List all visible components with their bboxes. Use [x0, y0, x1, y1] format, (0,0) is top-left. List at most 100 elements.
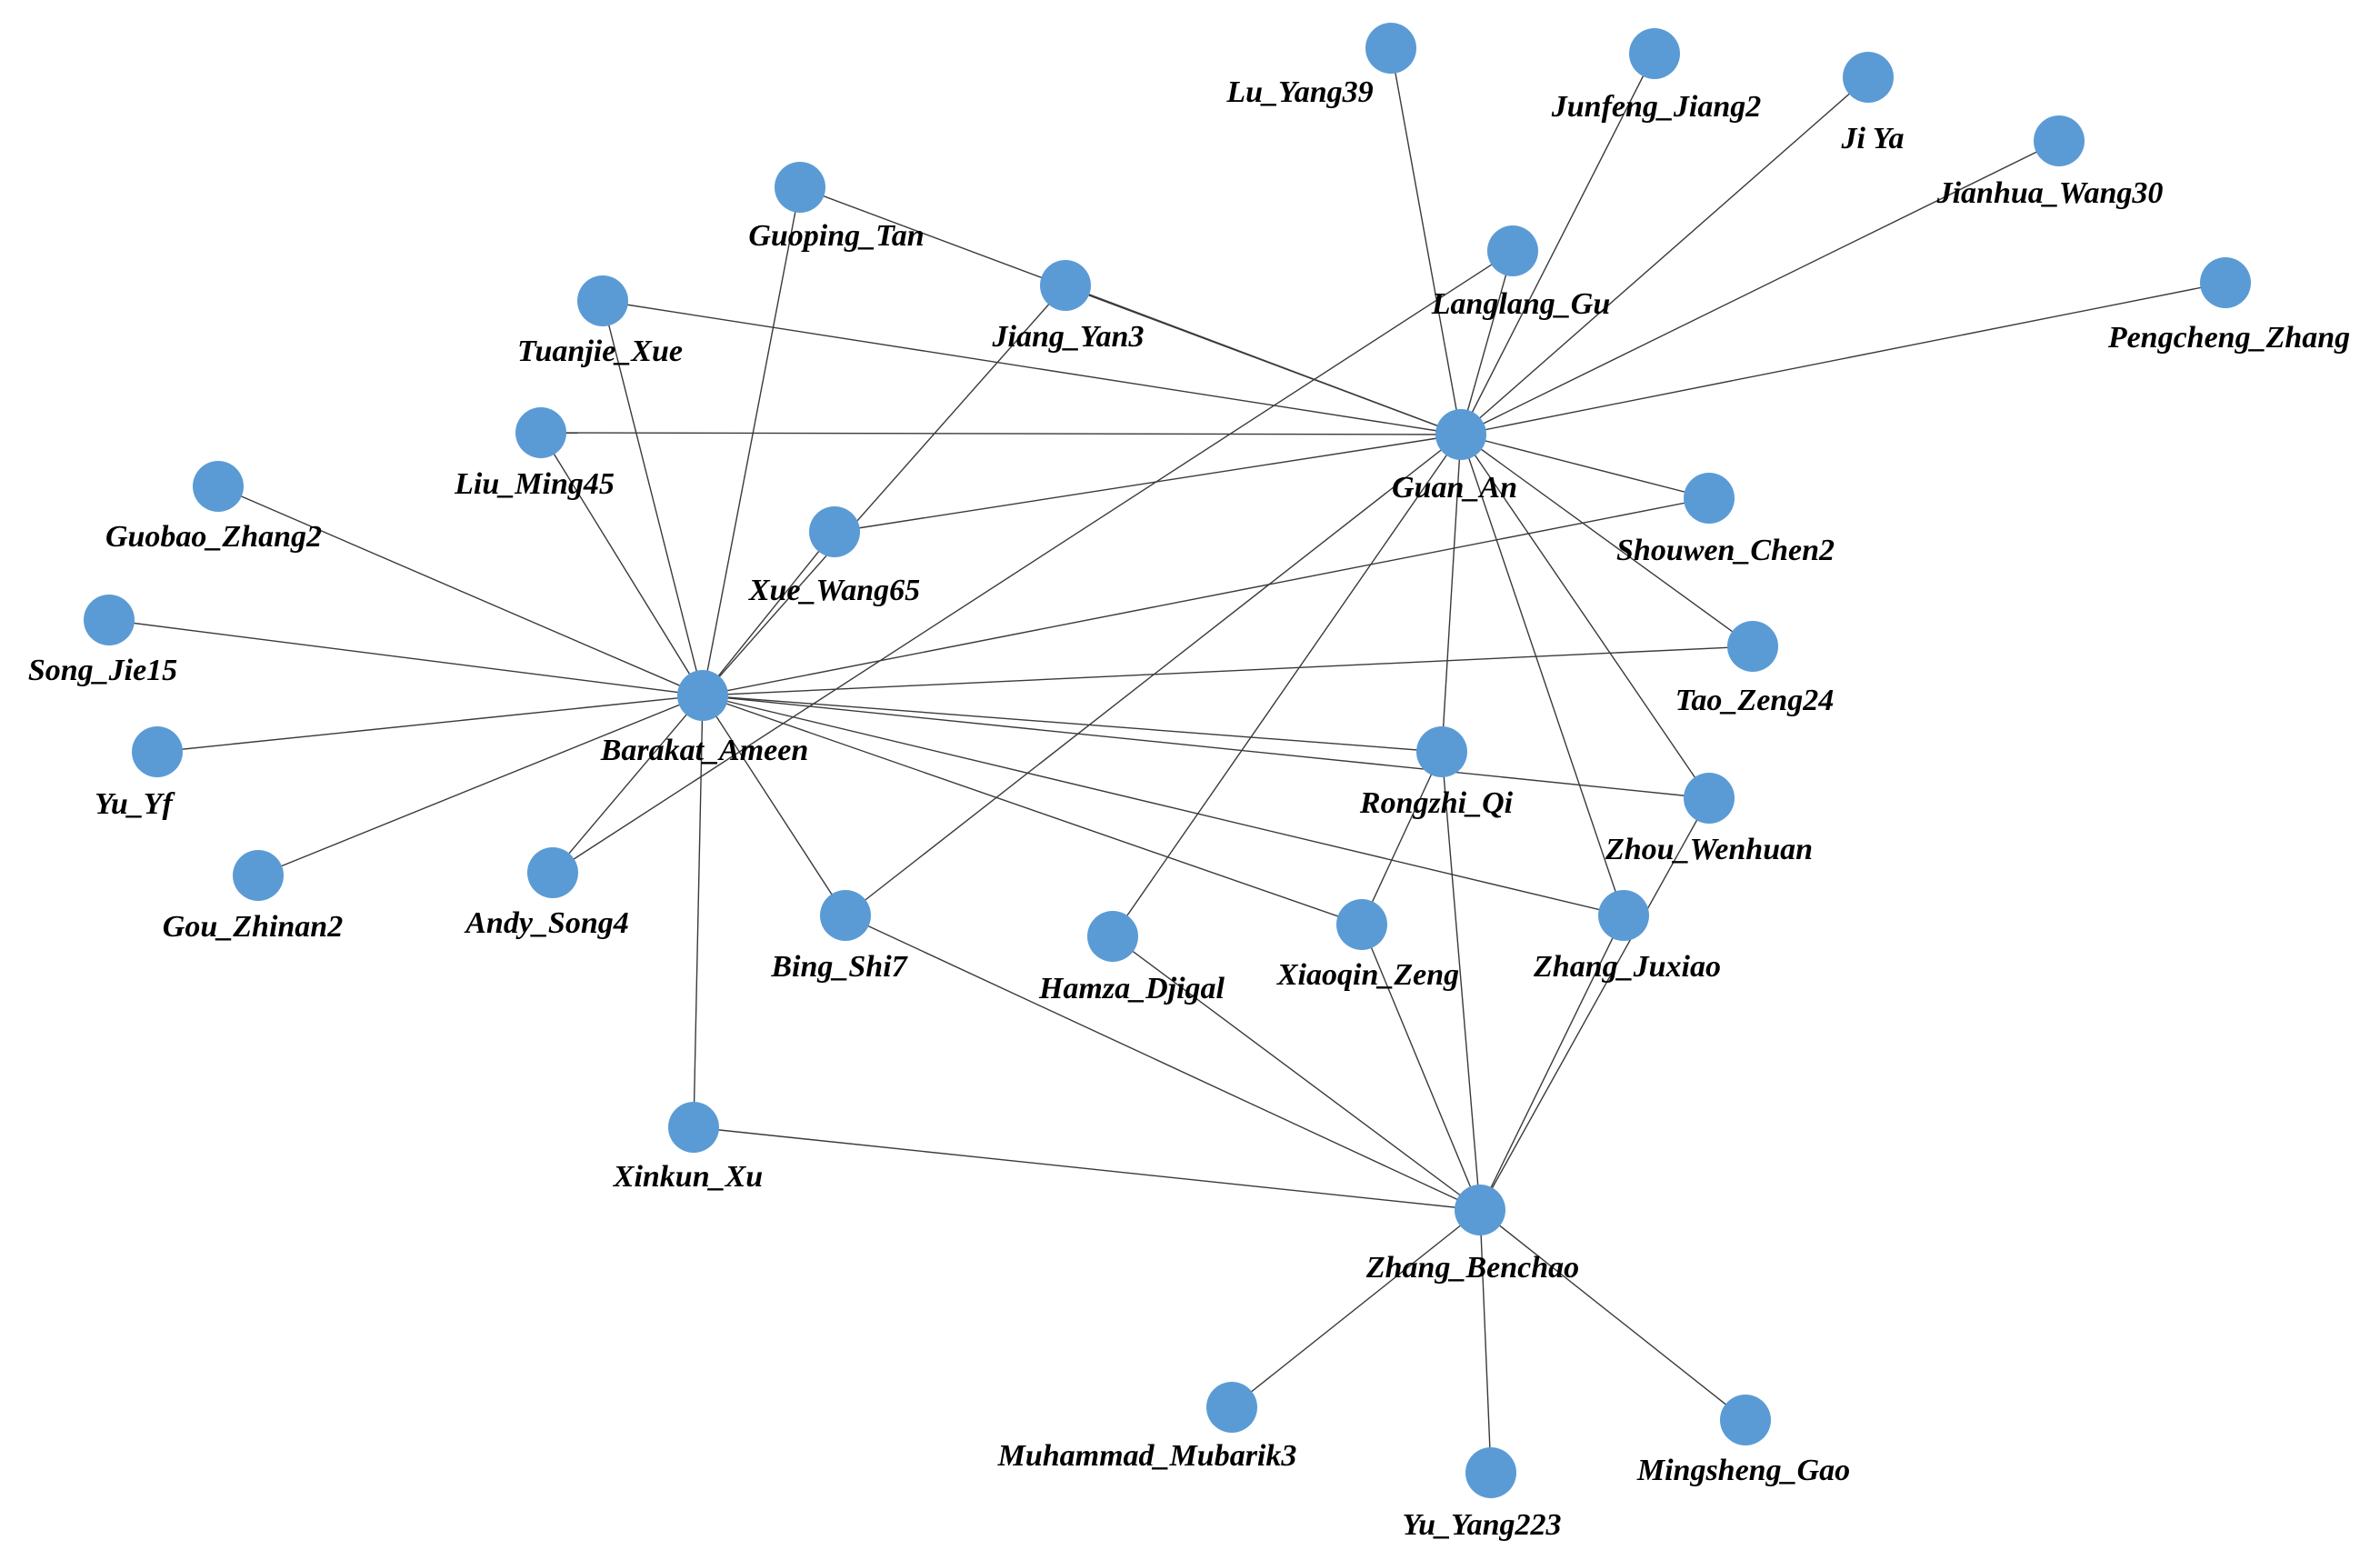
node-muhammad_mubarik3: Muhammad_Mubarik3: [997, 1382, 1297, 1473]
edge-zhang_benchao-zhou_wenhuan: [1479, 797, 1710, 1211]
node-circle-pengcheng_zhang: [2200, 257, 2251, 308]
node-circle-andy_song4: [527, 847, 578, 898]
node-label-zhou_wenhuan: Zhou_Wenhuan: [1605, 833, 1813, 866]
node-circle-ji_ya: [1843, 52, 1894, 103]
node-circle-xue_wang65: [809, 506, 860, 557]
edge-zhang_benchao-xinkun_xu: [693, 1126, 1481, 1211]
edge-andy_song4-langlang_gu: [552, 250, 1514, 874]
node-label-tao_zeng24: Tao_Zeng24: [1675, 684, 1834, 717]
node-circle-gou_zhinan2: [233, 850, 284, 901]
edge-barakat_ameen-andy_song4: [552, 695, 704, 874]
node-label-tuanjie_xue: Tuanjie_Xue: [517, 335, 683, 368]
edge-guan_an-jianhua_wang30: [1460, 140, 2060, 435]
node-circle-guobao_zhang2: [193, 461, 244, 512]
edge-barakat_ameen-yu_yf: [156, 695, 704, 753]
edge-zhang_benchao-bing_shi7: [845, 915, 1481, 1211]
node-zhang_juxiao: Zhang_Juxiao: [1533, 890, 1721, 984]
node-xue_wang65: Xue_Wang65: [748, 506, 920, 607]
node-circle-guan_an: [1435, 409, 1486, 460]
node-circle-barakat_ameen: [677, 670, 728, 721]
edge-guan_an-ji_ya: [1460, 76, 1869, 435]
edge-guan_an-pengcheng_zhang: [1460, 282, 2226, 435]
node-tao_zeng24: Tao_Zeng24: [1675, 621, 1834, 717]
edge-guan_an-langlang_gu: [1460, 250, 1514, 435]
edge-zhang_benchao-mingsheng_gao: [1479, 1209, 1746, 1421]
edge-barakat_ameen-shouwen_chen2: [702, 497, 1710, 696]
node-label-guoping_tan: Guoping_Tan: [748, 219, 924, 253]
node-circle-yu_yang223: [1465, 1447, 1516, 1498]
edge-barakat_ameen-jiang_yan3: [702, 285, 1066, 696]
edge-barakat_ameen-gou_zhinan2: [257, 695, 704, 876]
edge-zhang_benchao-muhammad_mubarik3: [1231, 1209, 1481, 1408]
edge-zhang_benchao-hamza_djigal: [1112, 935, 1481, 1211]
node-circle-hamza_djigal: [1087, 911, 1138, 962]
edge-guan_an-tao_zeng24: [1460, 434, 1754, 647]
node-label-jiang_yan3: Jiang_Yan3: [992, 320, 1145, 354]
edge-barakat_ameen-tuanjie_xue: [602, 300, 704, 696]
edge-rongzhi_qi-xiaoqin_zeng: [1361, 751, 1443, 925]
edge-barakat_ameen-xiaoqin_zeng: [702, 695, 1363, 925]
node-circle-jianhua_wang30: [2034, 115, 2085, 166]
node-label-junfeng_jiang2: Junfeng_Jiang2: [1551, 90, 1762, 124]
node-xinkun_xu: Xinkun_Xu: [613, 1102, 763, 1194]
node-label-rongzhi_qi: Rongzhi_Qi: [1359, 786, 1514, 820]
node-label-liu_ming45: Liu_Ming45: [454, 467, 615, 501]
edge-guan_an-shouwen_chen2: [1460, 434, 1710, 499]
node-circle-lu_yang39: [1365, 23, 1416, 74]
node-lu_yang39: Lu_Yang39: [1225, 23, 1416, 109]
node-label-yu_yf: Yu_Yf: [95, 787, 175, 821]
edge-zhang_benchao-yu_yang223: [1479, 1209, 1492, 1474]
node-circle-xiaoqin_zeng: [1336, 899, 1387, 950]
node-circle-jiang_yan3: [1040, 260, 1091, 311]
node-circle-tuanjie_xue: [577, 275, 628, 326]
node-zhang_benchao: Zhang_Benchao: [1365, 1185, 1579, 1285]
edge-guan_an-liu_ming45: [540, 432, 1462, 435]
edge-guan_an-zhou_wenhuan: [1460, 434, 1710, 799]
node-barakat_ameen: Barakat_Ameen: [600, 670, 809, 767]
node-yu_yang223: Yu_Yang223: [1402, 1447, 1562, 1542]
node-label-xiaoqin_zeng: Xiaoqin_Zeng: [1276, 958, 1459, 992]
node-zhou_wenhuan: Zhou_Wenhuan: [1605, 773, 1813, 866]
node-circle-rongzhi_qi: [1416, 726, 1467, 777]
edge-zhang_benchao-xiaoqin_zeng: [1361, 924, 1481, 1211]
node-xiaoqin_zeng: Xiaoqin_Zeng: [1276, 899, 1459, 992]
edge-guan_an-xue_wang65: [834, 434, 1462, 533]
node-circle-mingsheng_gao: [1720, 1395, 1771, 1445]
node-guan_an: Guan_An: [1392, 409, 1517, 505]
edge-guan_an-junfeng_jiang2: [1460, 53, 1655, 435]
node-yu_yf: Yu_Yf: [95, 726, 183, 821]
node-gou_zhinan2: Gou_Zhinan2: [163, 850, 343, 944]
node-circle-zhang_juxiao: [1598, 890, 1649, 941]
node-label-bing_shi7: Bing_Shi7: [770, 950, 908, 984]
edge-guan_an-lu_yang39: [1390, 47, 1462, 435]
node-label-lu_yang39: Lu_Yang39: [1225, 75, 1373, 109]
node-circle-langlang_gu: [1487, 225, 1538, 276]
node-junfeng_jiang2: Junfeng_Jiang2: [1551, 28, 1762, 124]
node-label-barakat_ameen: Barakat_Ameen: [600, 734, 809, 767]
edge-barakat_ameen-song_jie15: [108, 619, 704, 696]
node-label-muhammad_mubarik3: Muhammad_Mubarik3: [997, 1439, 1297, 1473]
node-label-hamza_djigal: Hamza_Djigal: [1038, 972, 1225, 1005]
node-mingsheng_gao: Mingsheng_Gao: [1636, 1395, 1850, 1487]
node-circle-junfeng_jiang2: [1629, 28, 1680, 79]
node-circle-liu_ming45: [515, 407, 566, 458]
edge-guan_an-tuanjie_xue: [602, 300, 1462, 435]
edge-guan_an-zhang_juxiao: [1460, 434, 1625, 916]
node-circle-shouwen_chen2: [1684, 473, 1735, 524]
node-pengcheng_zhang: Pengcheng_Zhang: [2107, 257, 2350, 355]
node-label-pengcheng_zhang: Pengcheng_Zhang: [2107, 321, 2350, 355]
node-label-langlang_gu: Langlang_Gu: [1431, 287, 1611, 321]
node-label-zhang_juxiao: Zhang_Juxiao: [1533, 950, 1721, 984]
node-jianhua_wang30: Jianhua_Wang30: [1936, 115, 2163, 210]
node-song_jie15: Song_Jie15: [28, 595, 177, 687]
node-label-zhang_benchao: Zhang_Benchao: [1365, 1251, 1579, 1285]
edge-zhang_benchao-rongzhi_qi: [1441, 751, 1481, 1211]
node-label-xinkun_xu: Xinkun_Xu: [613, 1160, 763, 1194]
node-label-song_jie15: Song_Jie15: [28, 654, 177, 687]
edge-barakat_ameen-xinkun_xu: [693, 695, 704, 1128]
node-shouwen_chen2: Shouwen_Chen2: [1616, 473, 1835, 567]
node-label-yu_yang223: Yu_Yang223: [1402, 1508, 1561, 1542]
edges-layer: [108, 47, 2226, 1474]
